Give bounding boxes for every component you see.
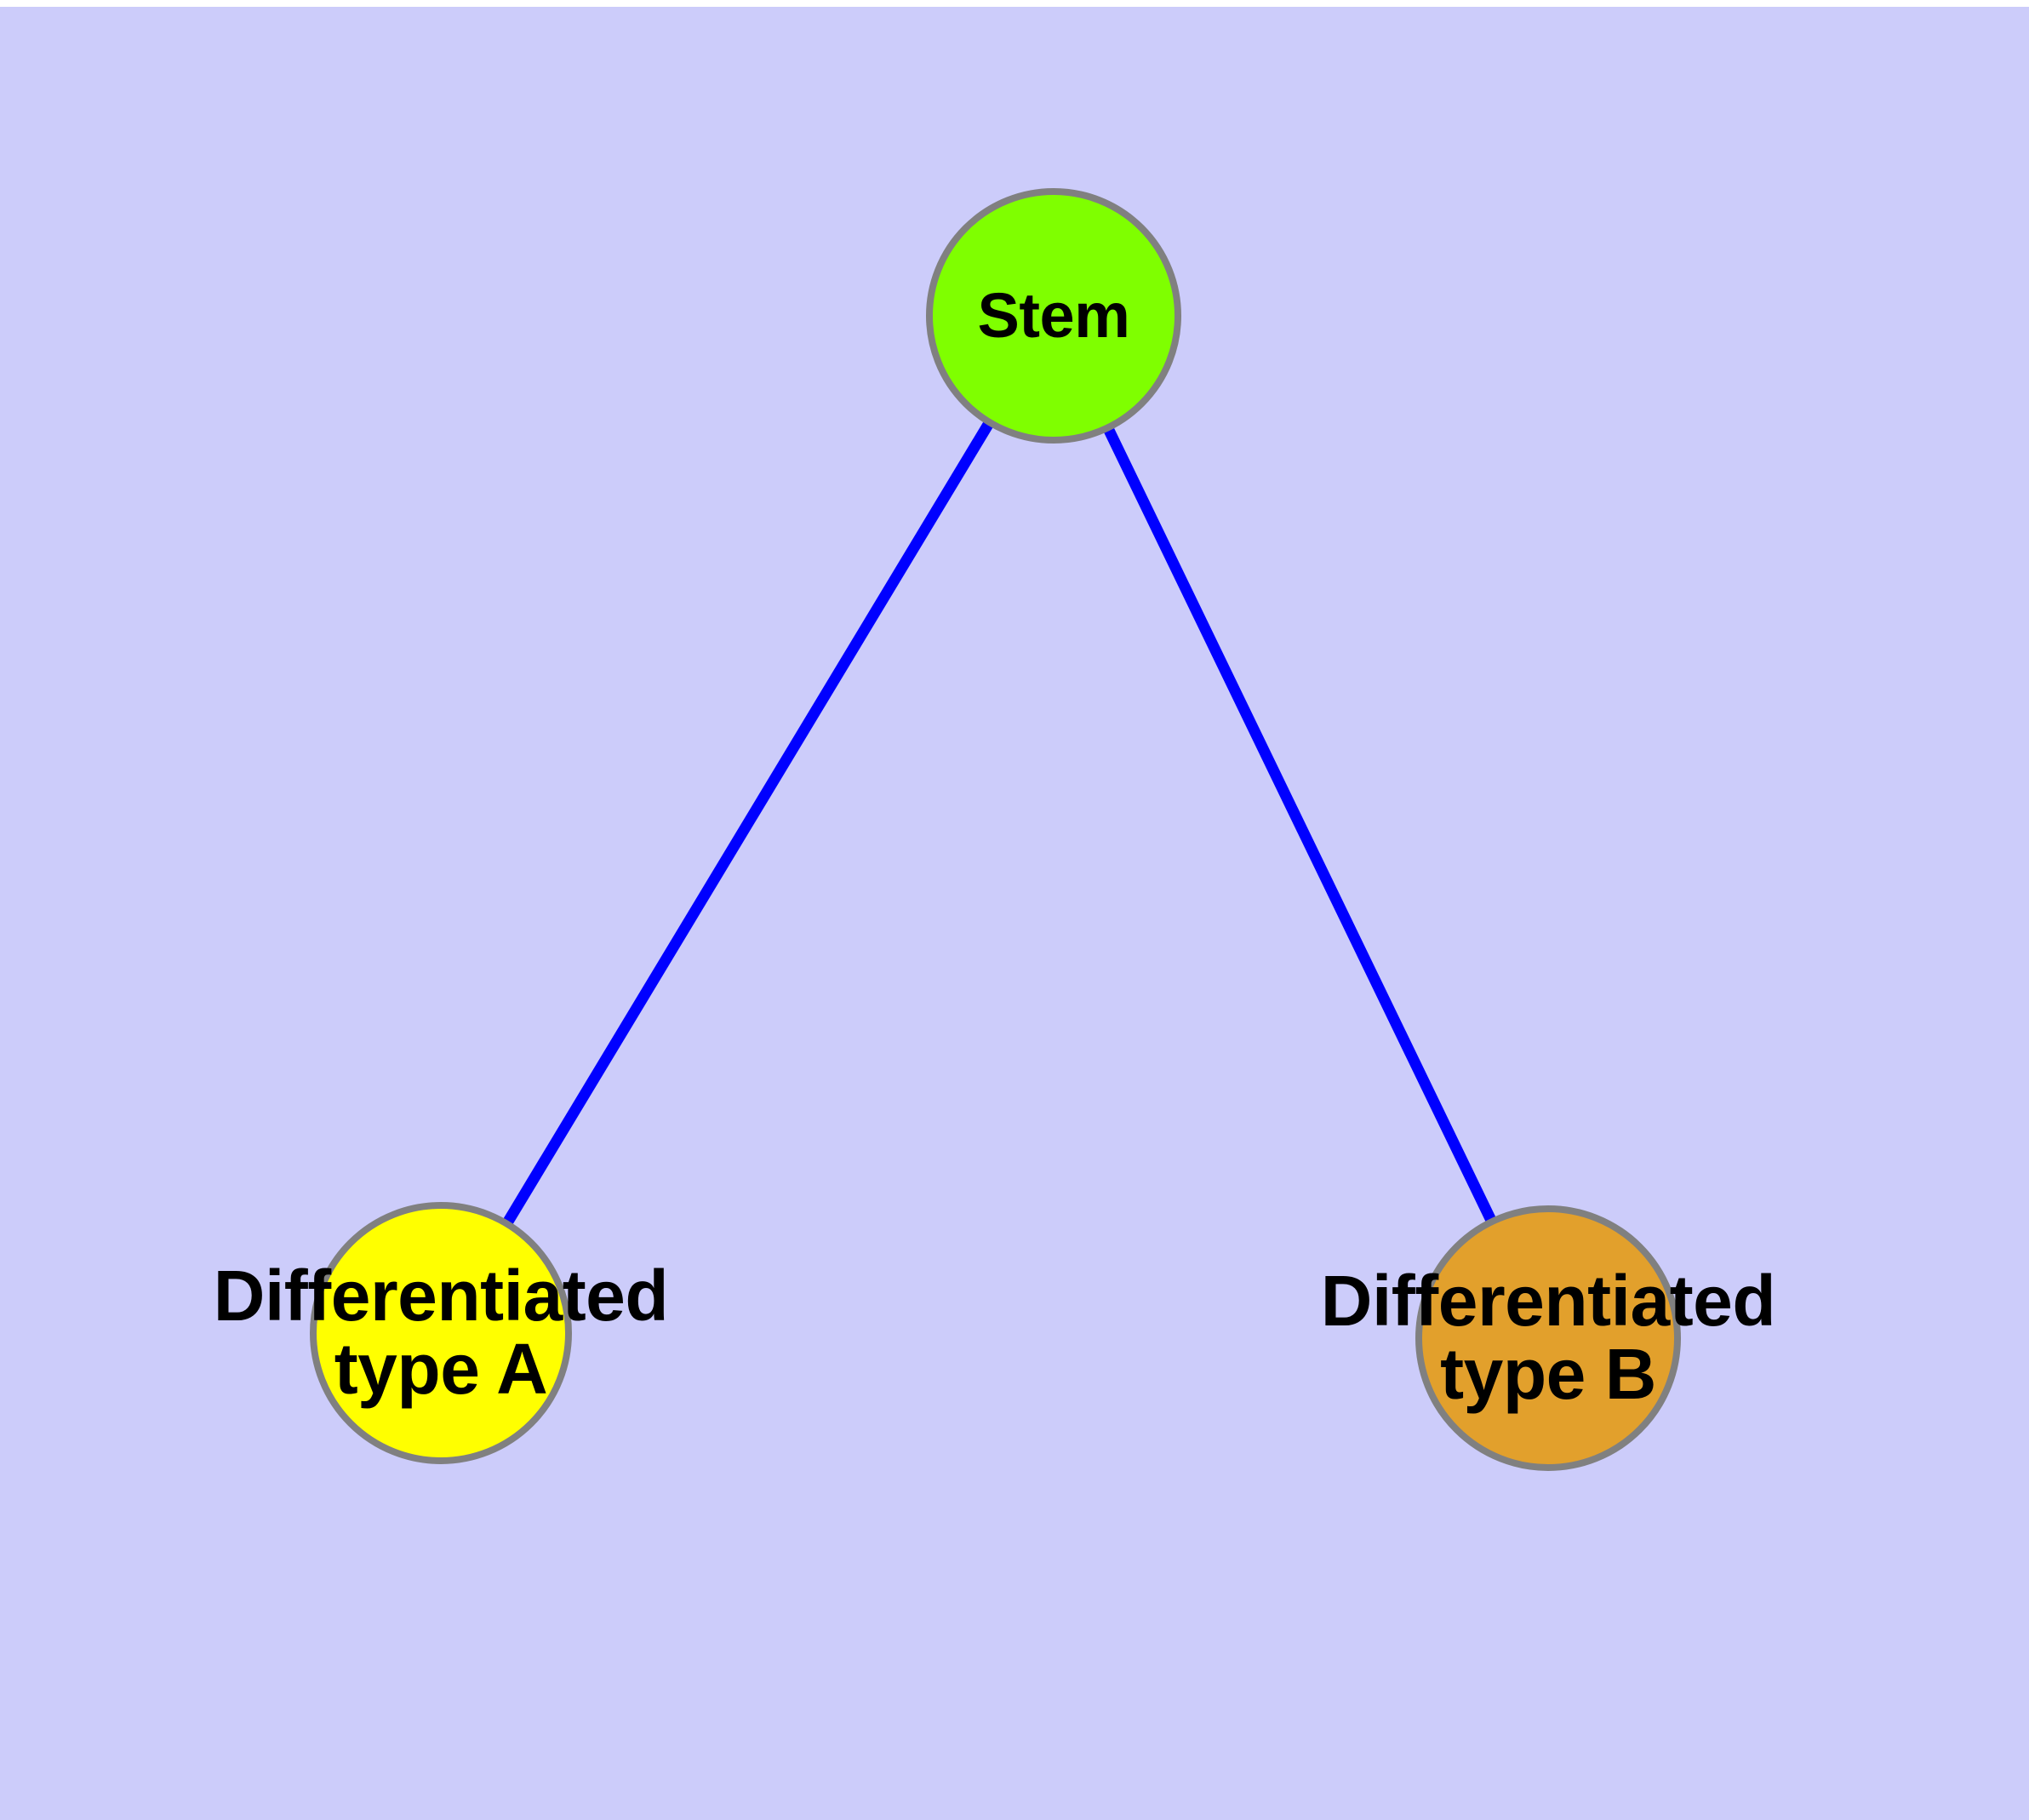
edge-stem-to-differentiated-type-b[interactable] xyxy=(1103,426,1496,1223)
diagram-plot-area: Stem Differentiated type A Differentiate… xyxy=(0,7,2029,1820)
graph-svg xyxy=(310,188,1681,1471)
edge-layer xyxy=(502,421,1496,1226)
node-stem[interactable] xyxy=(926,188,1181,444)
node-differentiated-type-b[interactable] xyxy=(1415,1205,1681,1471)
node-differentiated-type-a[interactable] xyxy=(310,1202,572,1464)
edge-stem-to-differentiated-type-a[interactable] xyxy=(502,421,994,1226)
node-layer xyxy=(310,188,1681,1471)
